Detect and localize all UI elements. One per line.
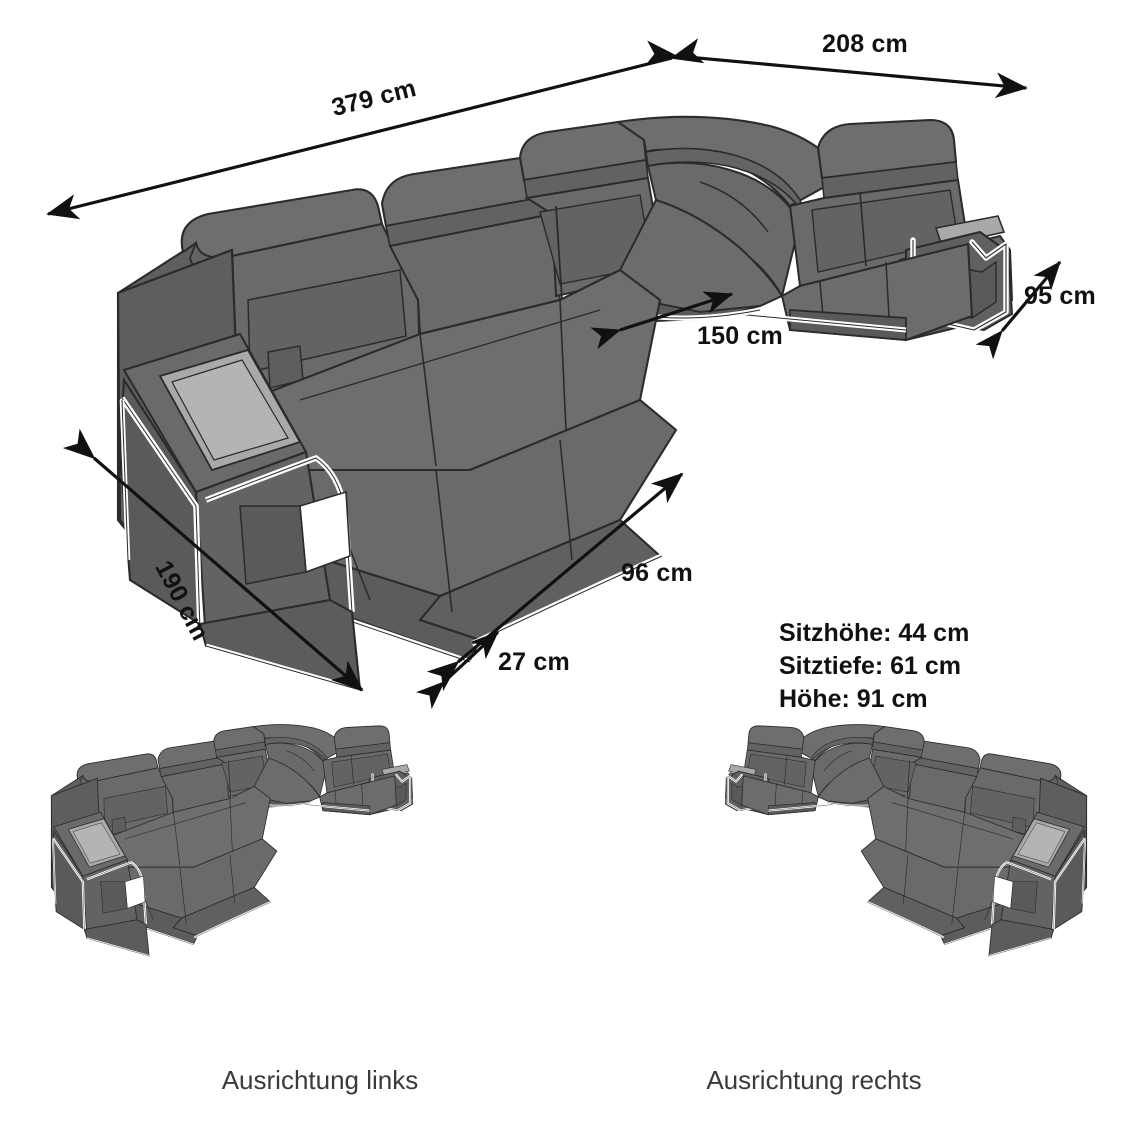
spec-seat-height: Sitzhöhe: 44 cm: [779, 619, 970, 647]
dimline-27: [415, 630, 500, 710]
dimension-label-208: 208 cm: [822, 30, 908, 58]
dimension-label-27: 27 cm: [498, 648, 570, 676]
dimline-150: [590, 291, 734, 350]
sofa-main-drawing: [118, 117, 1012, 690]
dimension-label-95: 95 cm: [1024, 282, 1096, 310]
dimension-label-150: 150 cm: [697, 322, 783, 350]
variant-label-right: Ausrichtung rechts: [706, 1065, 922, 1095]
specification-block: Sitzhöhe: 44 cm Sitztiefe: 61 cm Höhe: 9…: [779, 617, 969, 716]
dimline-208: [644, 40, 1028, 99]
dimline-96: [426, 472, 684, 692]
dimline-190: [62, 428, 364, 692]
spec-total-height: Höhe: 91 cm: [779, 685, 928, 713]
dimension-lines: [46, 38, 1062, 710]
variant-label-left: Ausrichtung links: [221, 1065, 419, 1095]
dimline-379: [46, 38, 705, 220]
dimline-95: [975, 260, 1062, 360]
spec-seat-depth: Sitztiefe: 61 cm: [779, 652, 962, 680]
dimension-label-96: 96 cm: [621, 559, 693, 587]
